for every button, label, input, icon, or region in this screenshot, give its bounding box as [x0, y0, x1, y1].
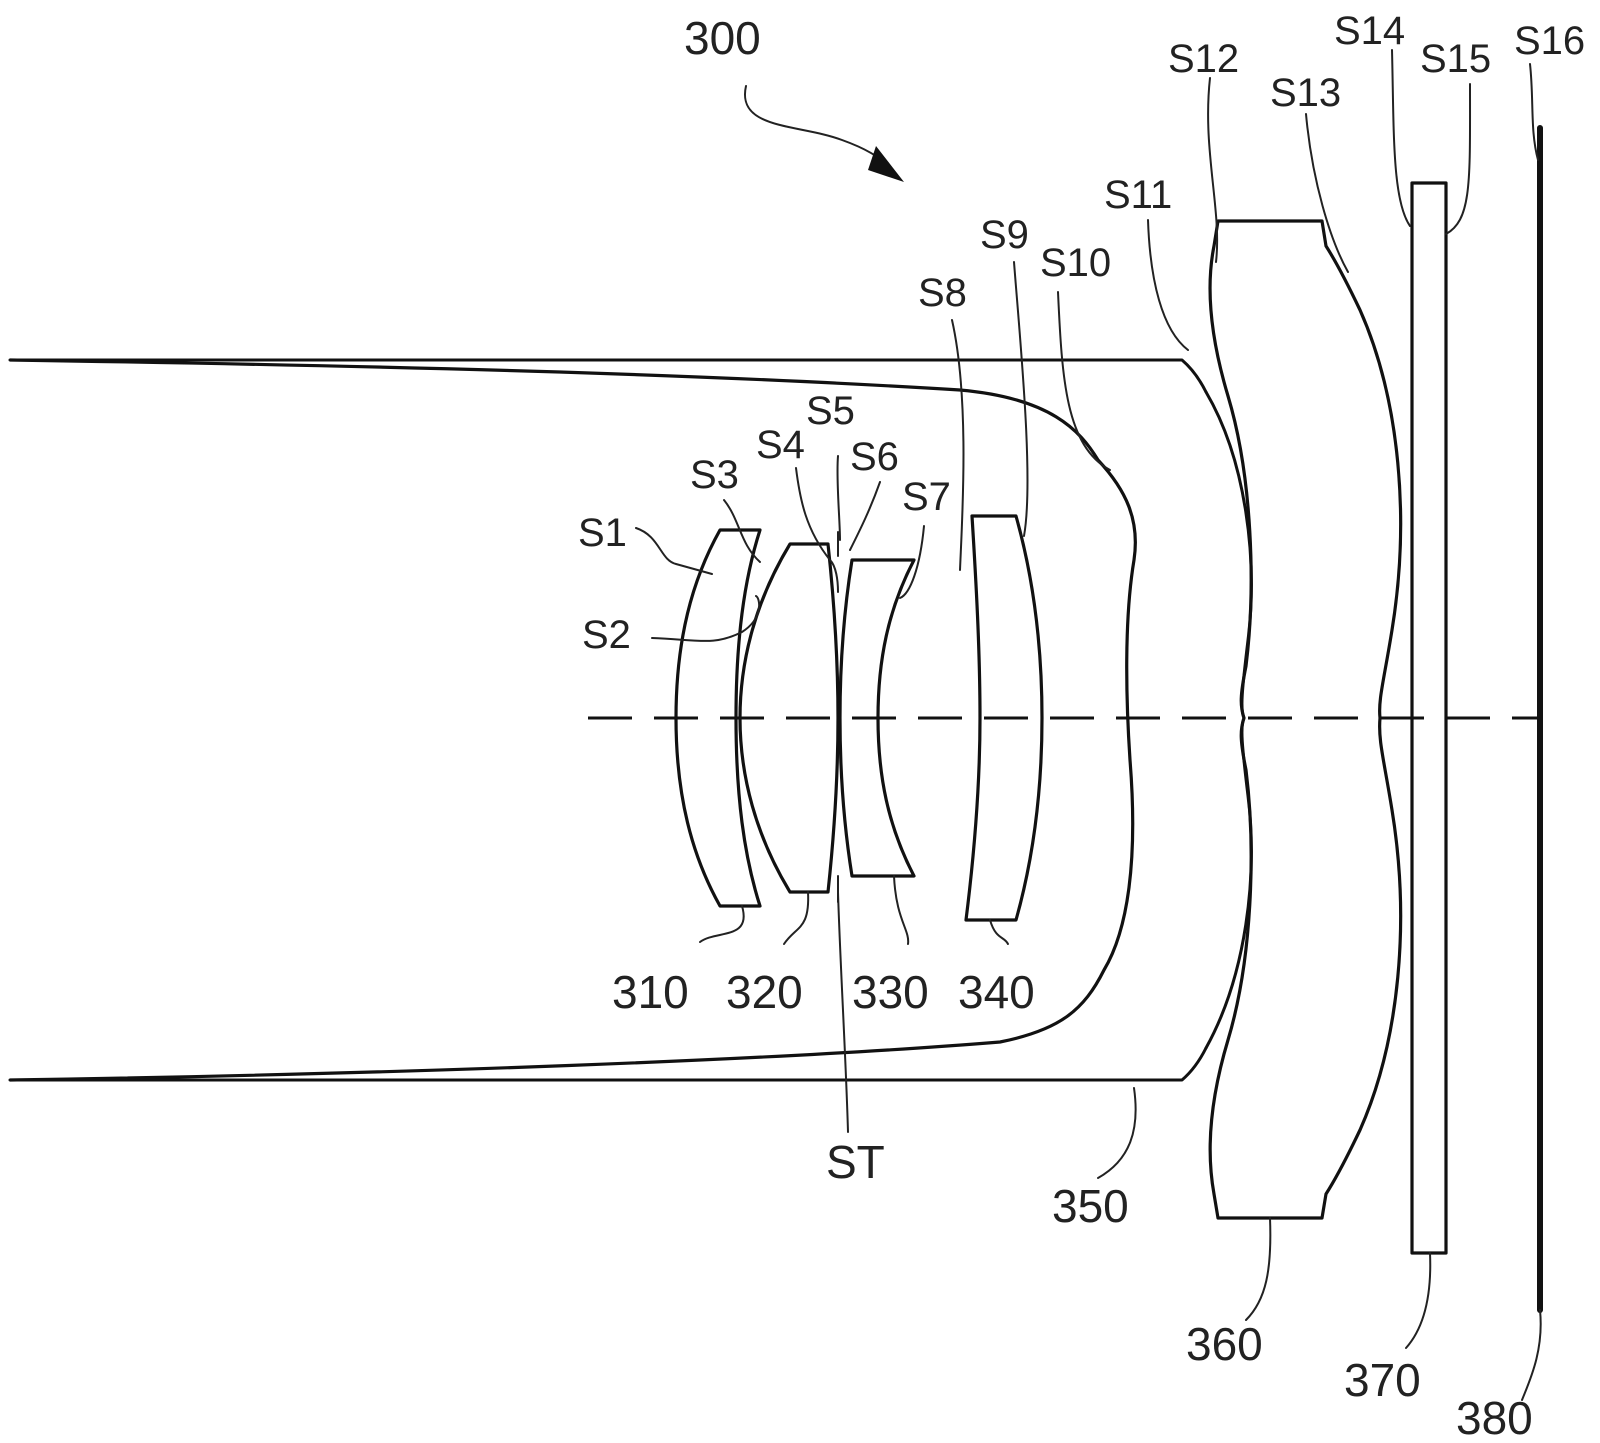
surface-label-s11: S11: [1104, 173, 1172, 217]
surface-label-s10: S10: [1040, 241, 1111, 285]
element-310: [674, 528, 762, 908]
element-label-370: 370: [1344, 1354, 1421, 1406]
surface-label-s9: S9: [980, 213, 1029, 257]
stop-label: ST: [826, 1136, 885, 1188]
surface-label-s15: S15: [1420, 37, 1491, 81]
element-320: [738, 542, 840, 894]
element-350: [9, 358, 1137, 1082]
element-label-380: 380: [1456, 1392, 1533, 1443]
surface-label-s2: S2: [582, 613, 631, 657]
assembly-arrow: [743, 85, 893, 171]
barrel-outline: [8, 358, 1208, 1082]
surface-label-s14: S14: [1334, 9, 1405, 53]
surface-label-s6: S6: [850, 435, 899, 479]
surface-label-s12: S12: [1168, 37, 1239, 81]
surface-label-s3: S3: [690, 453, 739, 497]
element-label-350: 350: [1052, 1180, 1129, 1232]
interface-curve: [1204, 390, 1253, 1050]
element-label-330: 330: [852, 966, 929, 1018]
element-label-340: 340: [958, 966, 1035, 1018]
surface-label-s4: S4: [756, 423, 805, 467]
element-360: [1208, 219, 1403, 1220]
surface-label-s8: S8: [918, 271, 967, 315]
element-label-360: 360: [1186, 1318, 1263, 1370]
element-label-310: 310: [612, 966, 689, 1018]
assembly-label: 300: [684, 12, 761, 64]
leader-lines: [635, 49, 1542, 1401]
surface-label-s1: S1: [578, 511, 627, 555]
surface-label-s5: S5: [806, 389, 855, 433]
element-330: [838, 558, 916, 878]
element-340: [964, 514, 1044, 922]
element-label-320: 320: [726, 966, 803, 1018]
surface-label-s7: S7: [902, 475, 951, 519]
surface-label-s13: S13: [1270, 71, 1341, 115]
surface-label-s16: S16: [1514, 19, 1585, 63]
arrow-head: [868, 146, 904, 182]
